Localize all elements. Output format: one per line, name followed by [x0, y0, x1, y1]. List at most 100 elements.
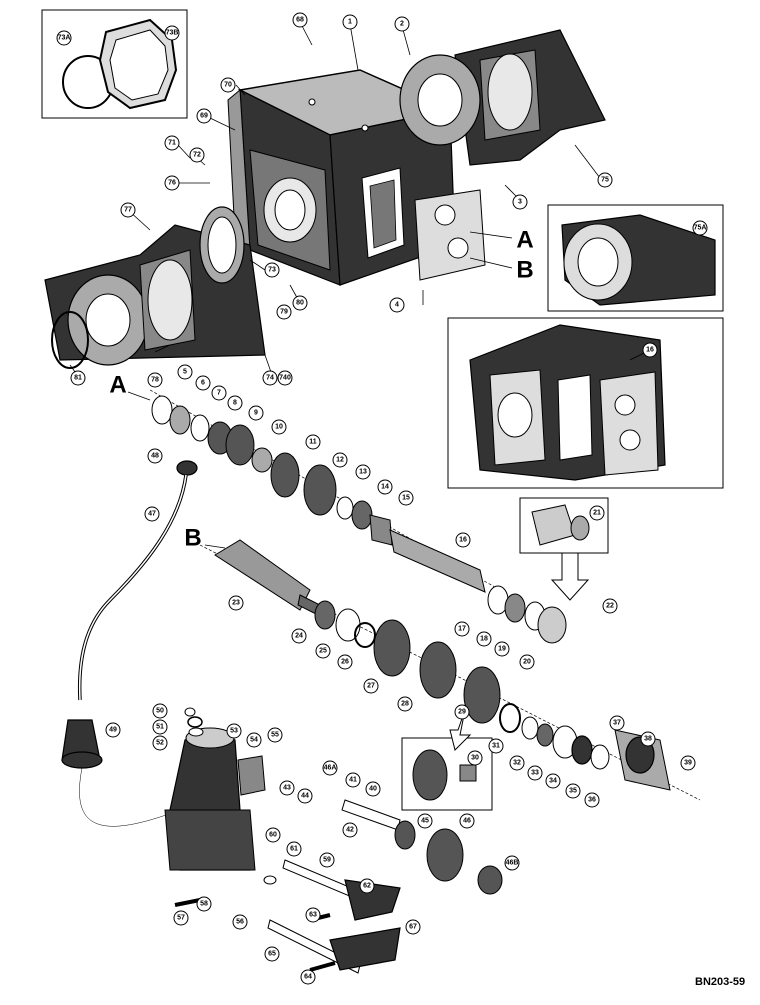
svg-text:2: 2 — [400, 21, 404, 28]
svg-text:58: 58 — [200, 901, 208, 908]
upper-shaft-assembly — [149, 389, 501, 593]
svg-text:9: 9 — [254, 410, 258, 417]
svg-text:52: 52 — [156, 740, 164, 747]
shifter-housing — [164, 707, 266, 871]
callout-40: 40 — [365, 781, 381, 797]
svg-text:17: 17 — [458, 626, 466, 633]
callout-52: 52 — [152, 735, 168, 751]
svg-text:45: 45 — [421, 818, 429, 825]
svg-text:65: 65 — [268, 951, 276, 958]
callout-75a: 75A — [692, 220, 708, 236]
callout-75: 75 — [597, 172, 613, 188]
callout-49: 49 — [105, 722, 121, 738]
callout-53: 53 — [226, 723, 242, 739]
callout-15: 15 — [398, 490, 414, 506]
svg-text:21: 21 — [593, 510, 601, 517]
callout-76: 76 — [164, 175, 180, 191]
lower-shaft-assembly — [199, 539, 701, 801]
callout-740: 740 — [277, 370, 293, 386]
svg-text:47: 47 — [148, 511, 156, 518]
svg-text:64: 64 — [304, 974, 312, 981]
callout-30: 30 — [467, 750, 483, 766]
svg-text:81: 81 — [74, 375, 82, 382]
svg-text:46A: 46A — [324, 765, 337, 772]
svg-text:23: 23 — [232, 600, 240, 607]
svg-text:32: 32 — [513, 760, 521, 767]
svg-text:73: 73 — [268, 267, 276, 274]
svg-text:60: 60 — [269, 832, 277, 839]
svg-text:18: 18 — [480, 636, 488, 643]
callout-42: 42 — [342, 822, 358, 838]
callout-51: 51 — [152, 719, 168, 735]
svg-text:19: 19 — [498, 646, 506, 653]
svg-text:50: 50 — [156, 708, 164, 715]
svg-text:53: 53 — [230, 728, 238, 735]
callout-16: 16 — [455, 532, 471, 548]
callout-64: 64 — [300, 969, 316, 985]
callout-24: 24 — [291, 628, 307, 644]
callout-2: 2 — [394, 16, 410, 32]
svg-text:37: 37 — [613, 720, 621, 727]
callout-73b: 73B — [164, 25, 180, 41]
svg-text:16: 16 — [646, 347, 654, 354]
callout-62: 62 — [359, 878, 375, 894]
svg-text:3: 3 — [518, 199, 522, 206]
callout-37: 37 — [609, 715, 625, 731]
svg-text:25: 25 — [319, 648, 327, 655]
callout-72: 72 — [189, 147, 205, 163]
callout-8: 8 — [227, 395, 243, 411]
callout-46: 46 — [459, 813, 475, 829]
housing-inset-16 — [447, 317, 724, 489]
callout-41: 41 — [345, 772, 361, 788]
svg-text:13: 13 — [359, 469, 367, 476]
callout-14: 14 — [377, 479, 393, 495]
callout-7: 7 — [211, 385, 227, 401]
right-axle-housing — [399, 29, 606, 166]
callout-27: 27 — [363, 678, 379, 694]
svg-text:73B: 73B — [166, 30, 179, 37]
callout-59: 59 — [319, 852, 335, 868]
svg-text:14: 14 — [381, 484, 389, 491]
svg-text:41: 41 — [349, 777, 357, 784]
bearing-inset-21 — [519, 497, 609, 601]
callout-67: 67 — [405, 919, 421, 935]
svg-text:6: 6 — [201, 380, 205, 387]
svg-text:15: 15 — [402, 495, 410, 502]
callout-55: 55 — [267, 727, 283, 743]
callout-35: 35 — [565, 783, 581, 799]
svg-text:63: 63 — [309, 912, 317, 919]
svg-text:73A: 73A — [58, 35, 71, 42]
callout-47: 47 — [144, 506, 160, 522]
svg-text:61: 61 — [290, 846, 298, 853]
callout-5: 5 — [177, 364, 193, 380]
svg-text:59: 59 — [323, 857, 331, 864]
callout-61: 61 — [286, 841, 302, 857]
svg-text:30: 30 — [471, 755, 479, 762]
svg-text:42: 42 — [346, 827, 354, 834]
callout-32: 32 — [509, 755, 525, 771]
svg-text:44: 44 — [301, 793, 309, 800]
callout-68: 68 — [292, 12, 308, 28]
callout-38: 38 — [640, 731, 656, 747]
callout-46a: 46A — [322, 760, 338, 776]
callout-79: 79 — [276, 304, 292, 320]
callout-9: 9 — [248, 405, 264, 421]
callout-20: 20 — [519, 654, 535, 670]
callout-17: 17 — [454, 621, 470, 637]
svg-text:31: 31 — [492, 743, 500, 750]
callout-34: 34 — [545, 773, 561, 789]
housing-inset-75a — [547, 204, 724, 312]
svg-text:62: 62 — [363, 883, 371, 890]
callout-13: 13 — [355, 464, 371, 480]
callout-16-inset: 16 — [642, 342, 658, 358]
callout-6: 6 — [195, 375, 211, 391]
svg-text:36: 36 — [588, 797, 596, 804]
svg-text:38: 38 — [644, 736, 652, 743]
svg-text:74: 74 — [266, 375, 274, 382]
shift-rails-forks — [174, 799, 503, 974]
svg-text:76: 76 — [168, 180, 176, 187]
drawing-code: BN203-59 — [695, 976, 745, 988]
callout-45: 45 — [417, 813, 433, 829]
callout-54: 54 — [246, 732, 262, 748]
